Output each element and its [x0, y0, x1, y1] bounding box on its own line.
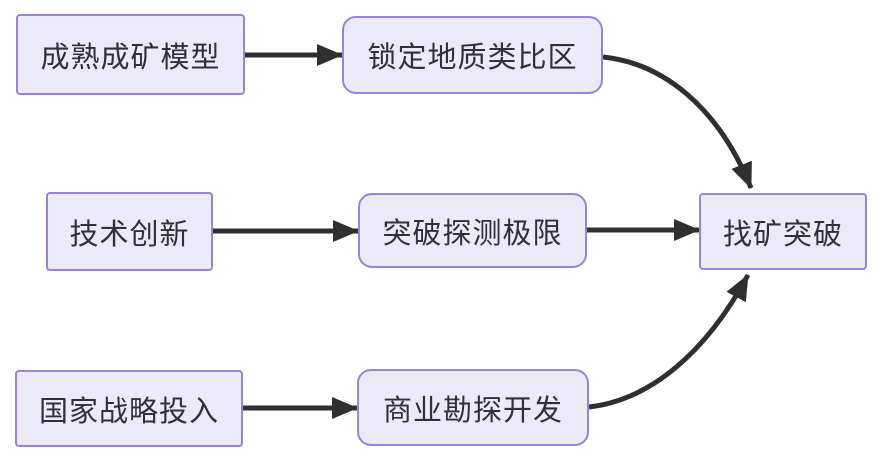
node-lock-geological-analog-area: 锁定地质类比区 — [342, 16, 603, 94]
node-mature-metallogenic-model: 成熟成矿模型 — [16, 14, 245, 95]
node-breakthrough-detection-limit: 突破探测极限 — [358, 193, 587, 268]
arrow-commercial-exploration-to-breakthrough — [588, 273, 751, 410]
node-technological-innovation: 技术创新 — [46, 192, 213, 271]
node-prospecting-breakthrough: 找矿突破 — [699, 193, 867, 270]
node-label: 成熟成矿模型 — [40, 41, 221, 74]
node-label: 国家战略投入 — [38, 395, 219, 428]
node-label: 商业勘探开发 — [382, 394, 563, 427]
node-label: 找矿突破 — [722, 218, 843, 251]
node-label: 突破探测极限 — [382, 217, 563, 250]
node-label: 技术创新 — [69, 218, 190, 251]
node-national-strategic-investment: 国家战略投入 — [15, 370, 243, 447]
arrow-analog-area-to-breakthrough — [602, 54, 754, 189]
node-commercial-exploration-development: 商业勘探开发 — [357, 369, 589, 446]
node-label: 锁定地质类比区 — [367, 42, 578, 74]
